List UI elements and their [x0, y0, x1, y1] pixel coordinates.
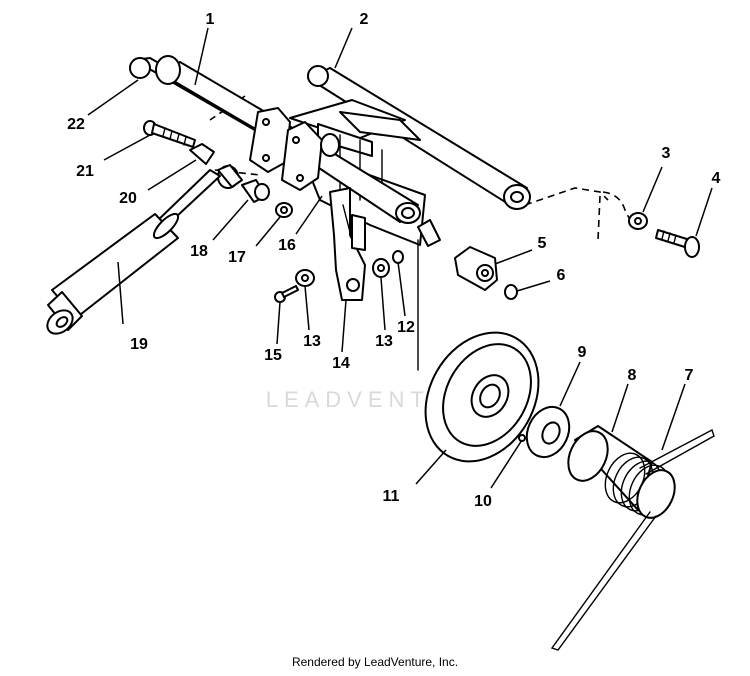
- callout-21: 21: [76, 163, 94, 180]
- part-5-clip: [454, 246, 498, 291]
- part-7-torsion-spring: [550, 428, 715, 651]
- part-13-washer-left: [295, 269, 315, 287]
- callout-3: 3: [662, 145, 671, 162]
- part-20-bushing: [189, 143, 243, 189]
- callout-19: 19: [130, 336, 148, 353]
- part-6-nut: [504, 284, 518, 300]
- part-18-bushing: [241, 179, 270, 203]
- callout-12: 12: [397, 319, 415, 336]
- callout-22: 22: [67, 116, 85, 133]
- part-13-washer-right: [372, 258, 390, 278]
- callout-18: 18: [190, 243, 208, 260]
- callout-1: 1: [206, 11, 215, 28]
- part-16-bracket: [249, 107, 340, 191]
- callout-10: 10: [474, 493, 492, 510]
- callout-6: 6: [557, 267, 566, 284]
- callout-7: 7: [685, 367, 694, 384]
- dashed-center-lines: [209, 95, 631, 241]
- callout-9: 9: [578, 344, 587, 361]
- callout-20: 20: [119, 190, 137, 207]
- callout-2: 2: [360, 11, 369, 28]
- part-3-washer: [628, 212, 648, 230]
- part-21-bolt: [143, 120, 196, 148]
- callout-4: 4: [712, 170, 721, 187]
- callout-15: 15: [264, 347, 282, 364]
- callout-11: 11: [383, 488, 400, 505]
- part-4-bolt: [655, 229, 700, 258]
- callout-13-right: 13: [375, 333, 393, 350]
- part-15-bolt: [274, 285, 299, 303]
- part-17-nut: [275, 202, 293, 218]
- render-credit: Rendered by LeadVenture, Inc.: [291, 655, 459, 669]
- part-10-spacer: [518, 405, 571, 459]
- callout-14: 14: [332, 355, 350, 372]
- part-14-idler-arm: [329, 187, 366, 301]
- callout-labels: 1 2 3 4 5 6 7 8 9 10 11 12 13 13 14 15 1…: [67, 11, 720, 510]
- callout-16: 16: [278, 237, 296, 254]
- callout-5: 5: [538, 235, 547, 252]
- callout-13-left: 13: [303, 333, 321, 350]
- part-12-nut: [392, 250, 404, 264]
- callout-17: 17: [228, 249, 246, 266]
- part-19-shock: [46, 169, 221, 335]
- part-11-pulley: [424, 331, 540, 463]
- leader-lines: [87, 27, 713, 489]
- callout-8: 8: [628, 367, 637, 384]
